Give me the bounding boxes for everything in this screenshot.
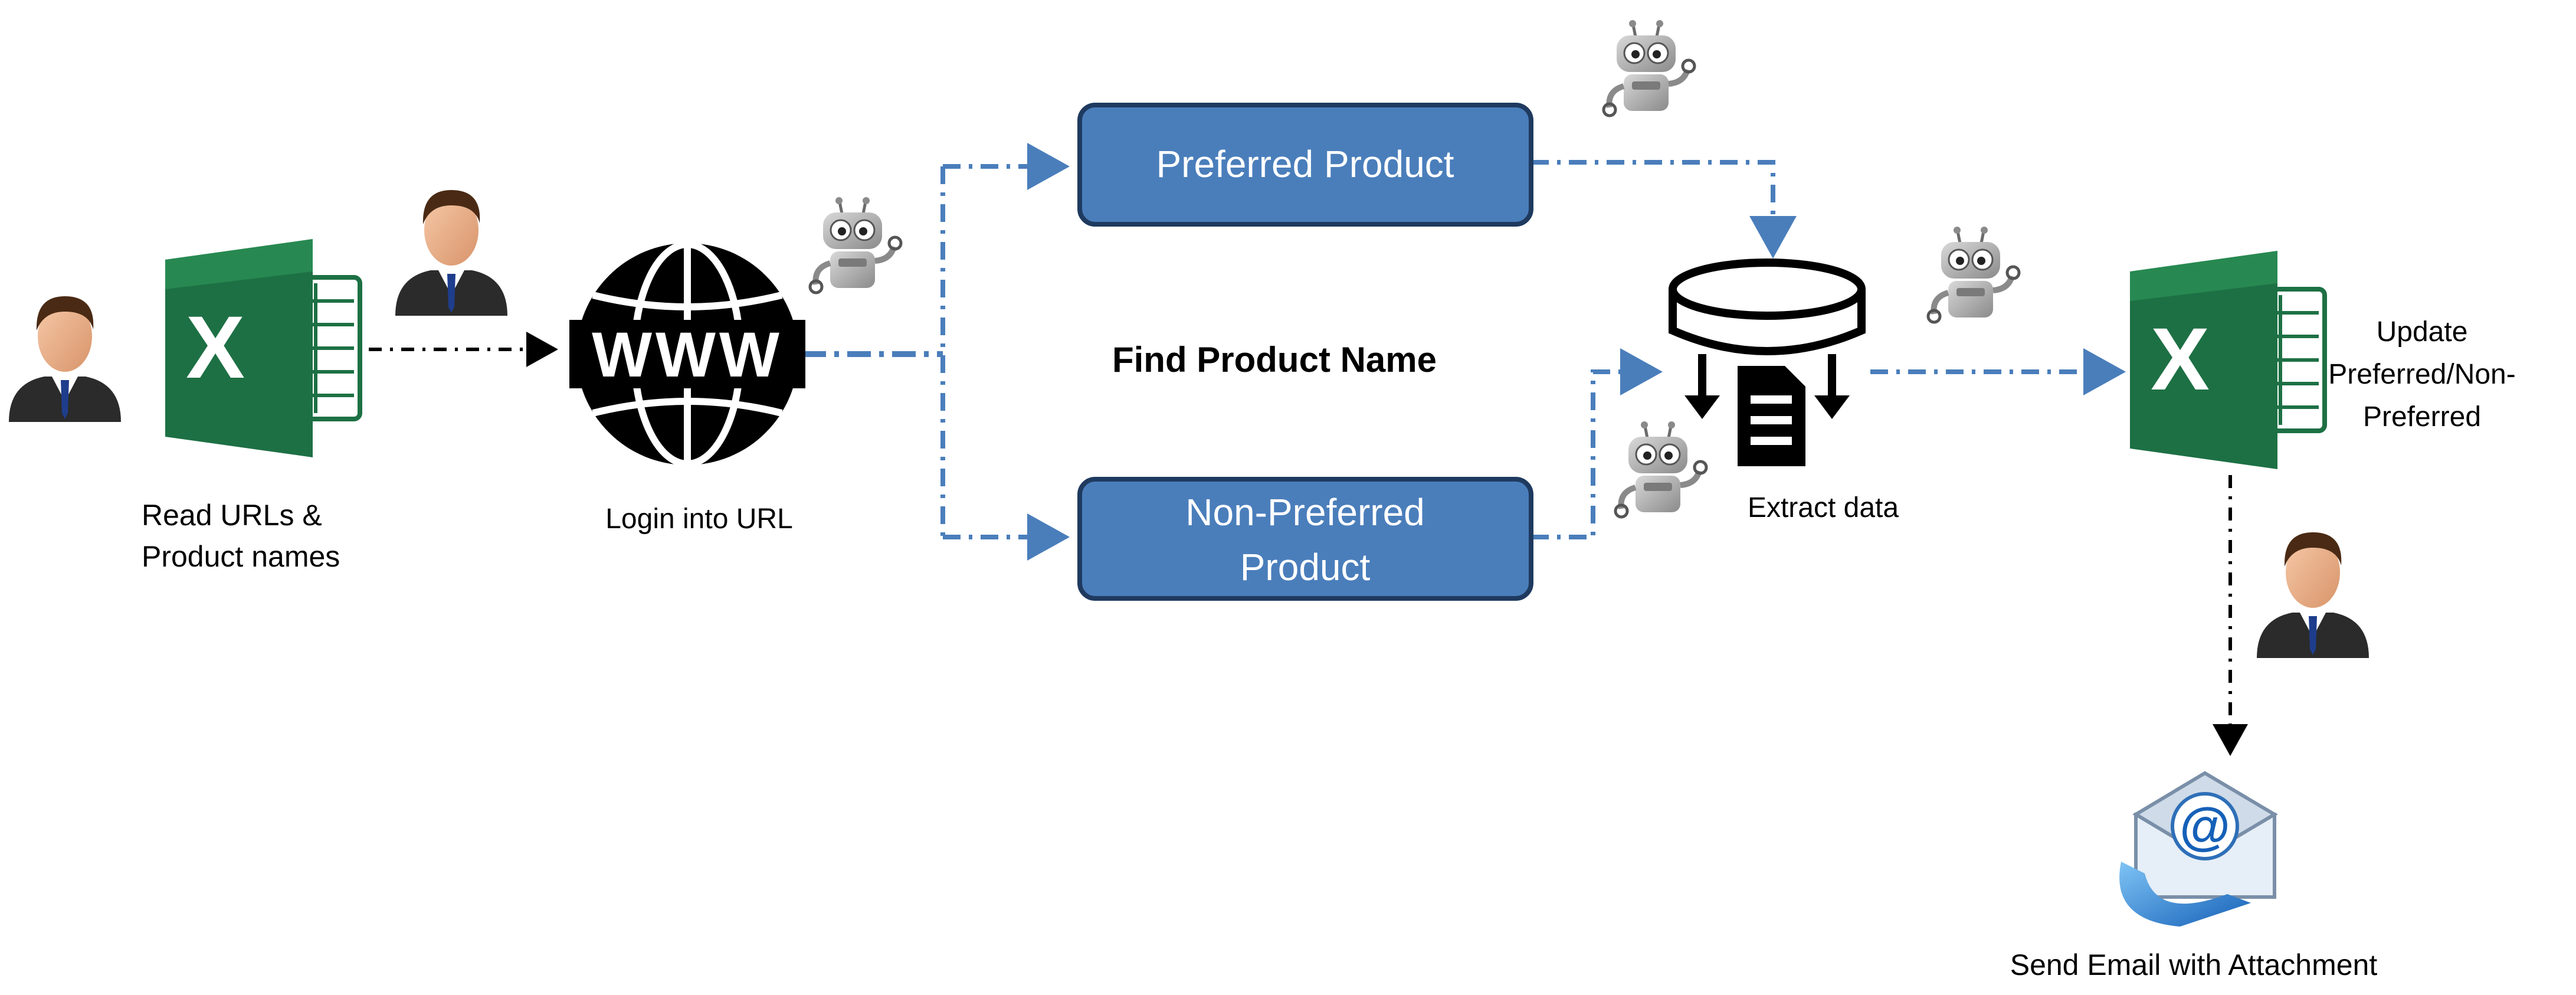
read-urls-label-line2: Product names bbox=[142, 540, 340, 573]
robot-icon-preferred bbox=[1604, 20, 1695, 116]
update-label-line3: Preferred bbox=[2363, 401, 2481, 433]
robot-icon-extract-top bbox=[1928, 227, 2019, 322]
find-product-name-title: Find Product Name bbox=[1112, 340, 1437, 379]
email-at-symbol: @ bbox=[2180, 797, 2230, 855]
flow-preferred-to-extract bbox=[1531, 160, 1797, 258]
non-preferred-product-label-line1: Non-Preferred bbox=[1185, 491, 1425, 533]
update-label-line2: Preferred/Non- bbox=[2328, 359, 2515, 390]
robot-icon-login bbox=[810, 197, 901, 293]
send-email-label: Send Email with Attachment bbox=[2010, 948, 2378, 981]
non-preferred-product-label-line2: Product bbox=[1240, 546, 1371, 588]
person-icon-left bbox=[9, 296, 121, 422]
read-urls-label-line1: Read URLs & bbox=[142, 499, 322, 532]
preferred-product-label: Preferred Product bbox=[1156, 143, 1454, 185]
www-globe-icon: WWW bbox=[569, 241, 805, 467]
excel-letter-right: X bbox=[2151, 309, 2210, 408]
person-icon-top bbox=[395, 190, 507, 316]
extract-data-icon bbox=[1669, 258, 1866, 466]
update-label-line1: Update bbox=[2377, 316, 2468, 348]
email-icon: @ bbox=[2119, 771, 2278, 927]
login-label: Login into URL bbox=[605, 503, 793, 535]
robot-icon-extract-bottom bbox=[1615, 421, 1706, 517]
non-preferred-product-box bbox=[1077, 477, 1533, 601]
person-icon-right bbox=[2257, 532, 2369, 658]
preferred-product-box bbox=[1077, 103, 1533, 227]
www-text: WWW bbox=[592, 319, 783, 390]
excel-letter-left: X bbox=[186, 297, 245, 397]
extract-data-label: Extract data bbox=[1748, 492, 1899, 523]
